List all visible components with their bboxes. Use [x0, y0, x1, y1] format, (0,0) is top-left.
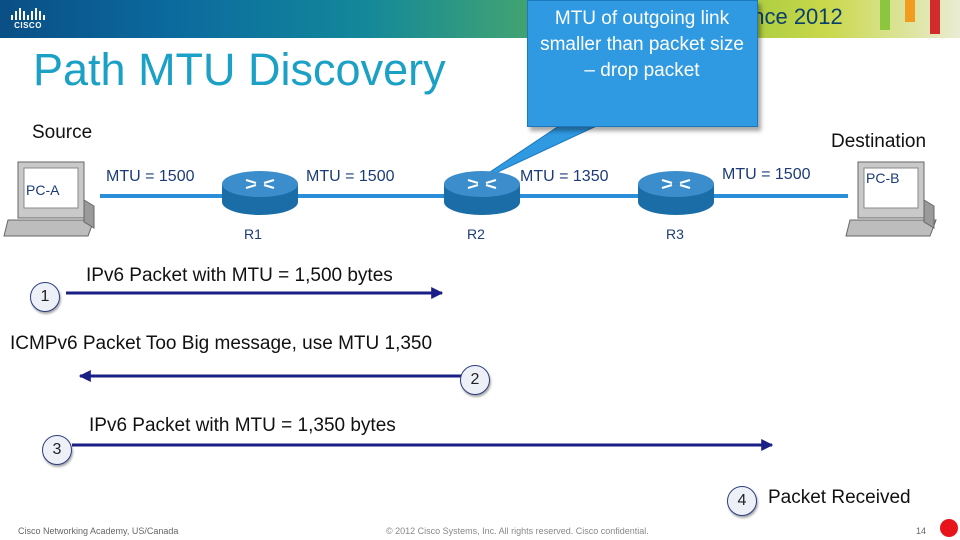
router-r2-icon [444, 171, 520, 215]
footer-copyright: © 2012 Cisco Systems, Inc. All rights re… [386, 526, 649, 536]
footer-left: Cisco Networking Academy, US/Canada [18, 526, 179, 536]
router-r2-label: R2 [467, 226, 485, 242]
step-2-text: ICMPv6 Packet Too Big message, use MTU 1… [10, 333, 433, 354]
cisco-logo [11, 8, 45, 20]
page-title: Path MTU Discovery [33, 44, 446, 95]
pc-b-label: PC-B [866, 170, 900, 186]
step-2-badge: 2 [460, 365, 490, 395]
header-bar [0, 0, 960, 38]
router-r3-label: R3 [666, 226, 684, 242]
step-4-badge: 4 [727, 486, 757, 516]
router-r1-label: R1 [244, 226, 262, 242]
step-1-text: IPv6 Packet with MTU = 1,500 bytes [86, 265, 393, 286]
page-number: 14 [916, 526, 927, 536]
step-1-badge: 1 [30, 282, 60, 312]
destination-label: Destination [831, 131, 927, 152]
callout-text: MTU of outgoing link smaller than packet… [540, 8, 744, 81]
header-stripe-orange [905, 0, 915, 22]
source-label: Source [32, 122, 93, 143]
router-r1-icon [222, 171, 298, 215]
router-r3-icon [638, 171, 714, 215]
pc-a-label: PC-A [26, 182, 60, 198]
header-stripe-green [880, 0, 890, 30]
link-mtu-label-2: MTU = 1500 [306, 168, 395, 185]
logo-wordmark: CISCO [14, 21, 42, 30]
footer-red-dot [940, 519, 958, 537]
pc-b-icon [845, 161, 937, 237]
link-mtu-label-4: MTU = 1500 [722, 166, 811, 183]
link-mtu-label-3: MTU = 1350 [520, 168, 609, 185]
callout-box [527, 0, 758, 127]
header-stripe-red [930, 0, 940, 34]
pc-a-icon [3, 161, 95, 237]
step-3-text: IPv6 Packet with MTU = 1,350 bytes [89, 415, 396, 436]
step-3-badge: 3 [42, 435, 72, 465]
step-4-text: Packet Received [768, 487, 911, 508]
link-mtu-label-1: MTU = 1500 [106, 168, 195, 185]
